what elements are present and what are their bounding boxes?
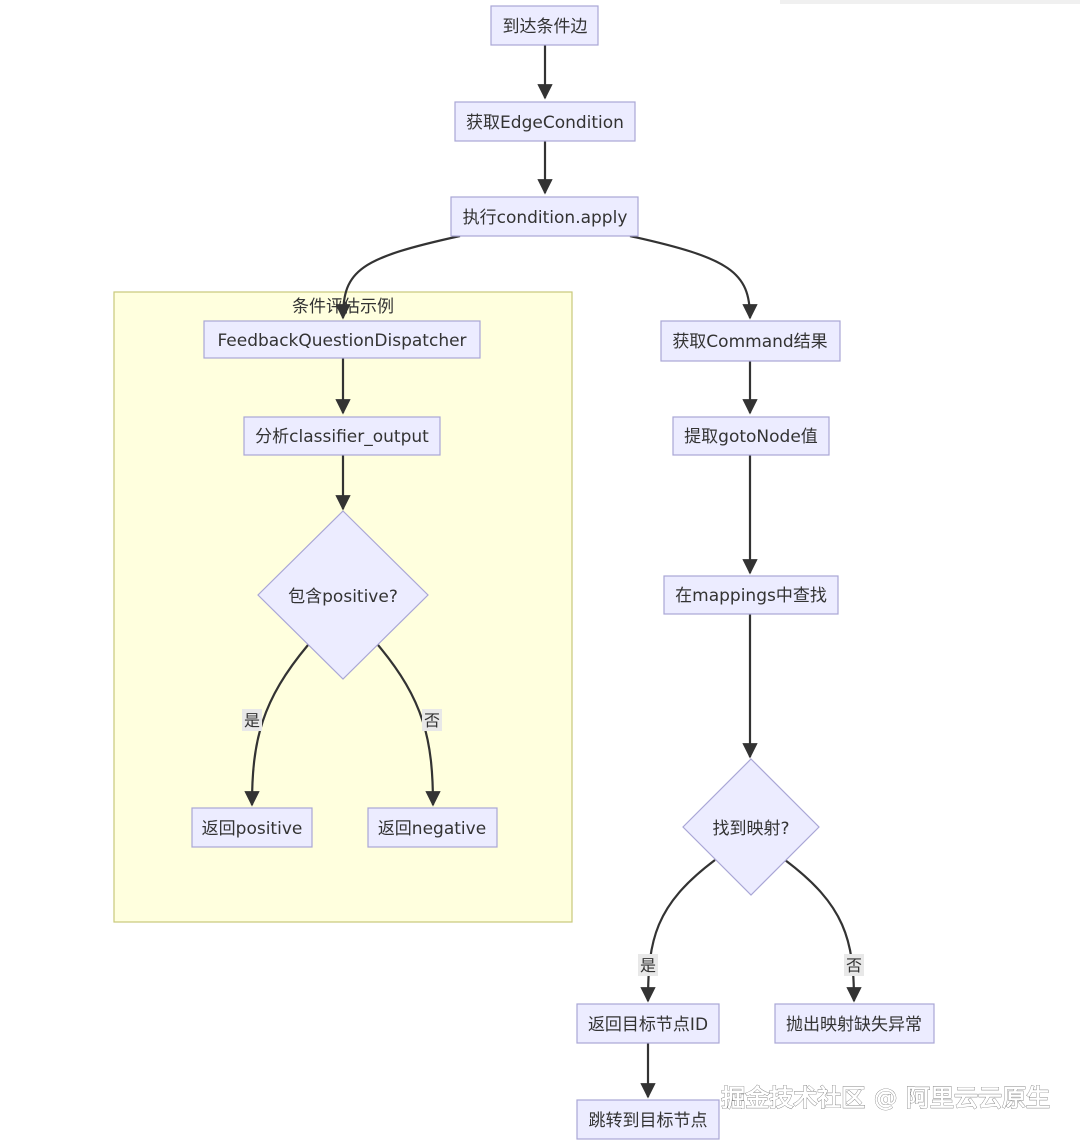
- node-throw-exception-label: 抛出映射缺失异常: [786, 1015, 922, 1035]
- watermark-text: 掘金技术社区 @ 阿里云云原生: [721, 1084, 1050, 1112]
- node-get-condition-label: 获取EdgeCondition: [466, 113, 624, 133]
- nodes: 到达条件边 获取EdgeCondition 执行condition.apply …: [191, 5, 935, 1140]
- node-dispatcher-label: FeedbackQuestionDispatcher: [217, 331, 466, 351]
- node-arrive-label: 到达条件边: [503, 17, 588, 37]
- node-contains-positive-label: 包含positive?: [288, 587, 398, 607]
- edge-apply-to-dispatcher: [335, 234, 461, 320]
- node-dispatcher: FeedbackQuestionDispatcher: [203, 320, 481, 359]
- edge-mapping-no: [784, 859, 862, 1003]
- edge-label-bg: [242, 709, 262, 731]
- node-found-mapping: 找到映射?: [682, 758, 820, 896]
- top-bar-strip: [780, 0, 1080, 4]
- edge-apply-to-get-command: [629, 234, 758, 320]
- edge-label-bg: [638, 954, 658, 976]
- node-arrive: 到达条件边: [490, 5, 599, 46]
- node-return-positive: 返回positive: [191, 807, 313, 848]
- node-apply-label: 执行condition.apply: [463, 208, 628, 228]
- node-contains-positive: 包含positive?: [257, 510, 429, 680]
- node-extract-goto-label: 提取gotoNode值: [684, 427, 818, 447]
- node-find-mappings-label: 在mappings中查找: [675, 586, 827, 606]
- node-return-target-id-label: 返回目标节点ID: [588, 1015, 708, 1035]
- edge-mapping-yes: [640, 859, 716, 1003]
- node-return-positive-label: 返回positive: [202, 819, 303, 839]
- edge-label-mapping-yes: 是: [640, 956, 656, 975]
- node-return-negative-label: 返回negative: [378, 819, 486, 839]
- edge-labels: 是 否 是 否: [242, 709, 864, 976]
- edge-label-bg: [422, 709, 442, 731]
- node-jump-target-label: 跳转到目标节点: [589, 1111, 708, 1131]
- edge-decision-yes: [244, 644, 309, 807]
- node-get-condition: 获取EdgeCondition: [454, 101, 636, 142]
- node-throw-exception: 抛出映射缺失异常: [774, 1003, 935, 1044]
- edge-label-bg: [844, 954, 864, 976]
- node-return-target-id: 返回目标节点ID: [576, 1003, 720, 1044]
- node-find-mappings: 在mappings中查找: [663, 575, 839, 615]
- edge-label-mapping-no: 否: [846, 956, 862, 975]
- node-get-command-label: 获取Command结果: [672, 332, 827, 352]
- node-found-mapping-label: 找到映射?: [712, 819, 789, 839]
- node-get-command: 获取Command结果: [660, 320, 841, 362]
- edge-label-positive-yes: 是: [244, 711, 260, 730]
- node-analyze-label: 分析classifier_output: [255, 427, 429, 447]
- node-analyze: 分析classifier_output: [243, 416, 441, 456]
- edge-label-positive-no: 否: [424, 711, 440, 730]
- node-return-negative: 返回negative: [367, 807, 498, 848]
- node-apply: 执行condition.apply: [450, 196, 639, 237]
- node-extract-goto: 提取gotoNode值: [672, 416, 830, 456]
- node-jump-target: 跳转到目标节点: [576, 1099, 720, 1140]
